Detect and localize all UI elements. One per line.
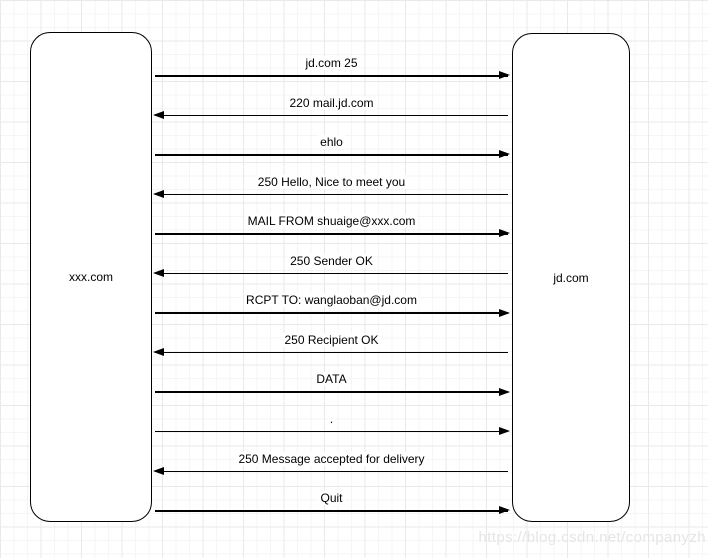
arrow-line bbox=[153, 111, 508, 118]
message-label: DATA bbox=[314, 372, 349, 387]
arrow-line bbox=[155, 309, 510, 316]
arrow-line bbox=[155, 428, 510, 435]
arrow-line bbox=[153, 467, 508, 474]
arrow-line bbox=[155, 388, 510, 395]
message-label: 250 Recipient OK bbox=[282, 332, 381, 347]
actor-label-xxx-com: xxx.com bbox=[68, 270, 113, 284]
arrow-line bbox=[155, 151, 510, 158]
arrow-line bbox=[155, 230, 510, 237]
message-label: ehlo bbox=[318, 135, 345, 150]
watermark-text: https://blog.csdn.net/companyzh bbox=[478, 529, 706, 546]
message-label: jd.com 25 bbox=[303, 56, 360, 70]
message-label: 220 mail.jd.com bbox=[287, 95, 376, 110]
message-label: Quit bbox=[318, 491, 345, 506]
message-label: 250 Hello, Nice to meet you bbox=[255, 174, 408, 189]
arrow-line bbox=[155, 72, 510, 79]
actor-box-xxx-com[interactable]: xxx.com bbox=[30, 32, 152, 522]
arrow-line bbox=[153, 348, 508, 355]
message-label: . bbox=[327, 411, 336, 426]
message-label: MAIL FROM shuaige@xxx.com bbox=[245, 214, 418, 229]
arrow-line bbox=[153, 190, 508, 197]
arrow-line bbox=[155, 507, 510, 514]
message-label: RCPT TO: wanglaoban@jd.com bbox=[244, 293, 419, 308]
message-label: 250 Sender OK bbox=[288, 253, 375, 268]
actor-label-jd-com: jd.com bbox=[553, 270, 589, 285]
message-label: 250 Message accepted for delivery bbox=[236, 451, 427, 466]
arrow-line bbox=[153, 269, 508, 276]
actor-box-jd-com[interactable]: jd.com bbox=[512, 33, 630, 522]
